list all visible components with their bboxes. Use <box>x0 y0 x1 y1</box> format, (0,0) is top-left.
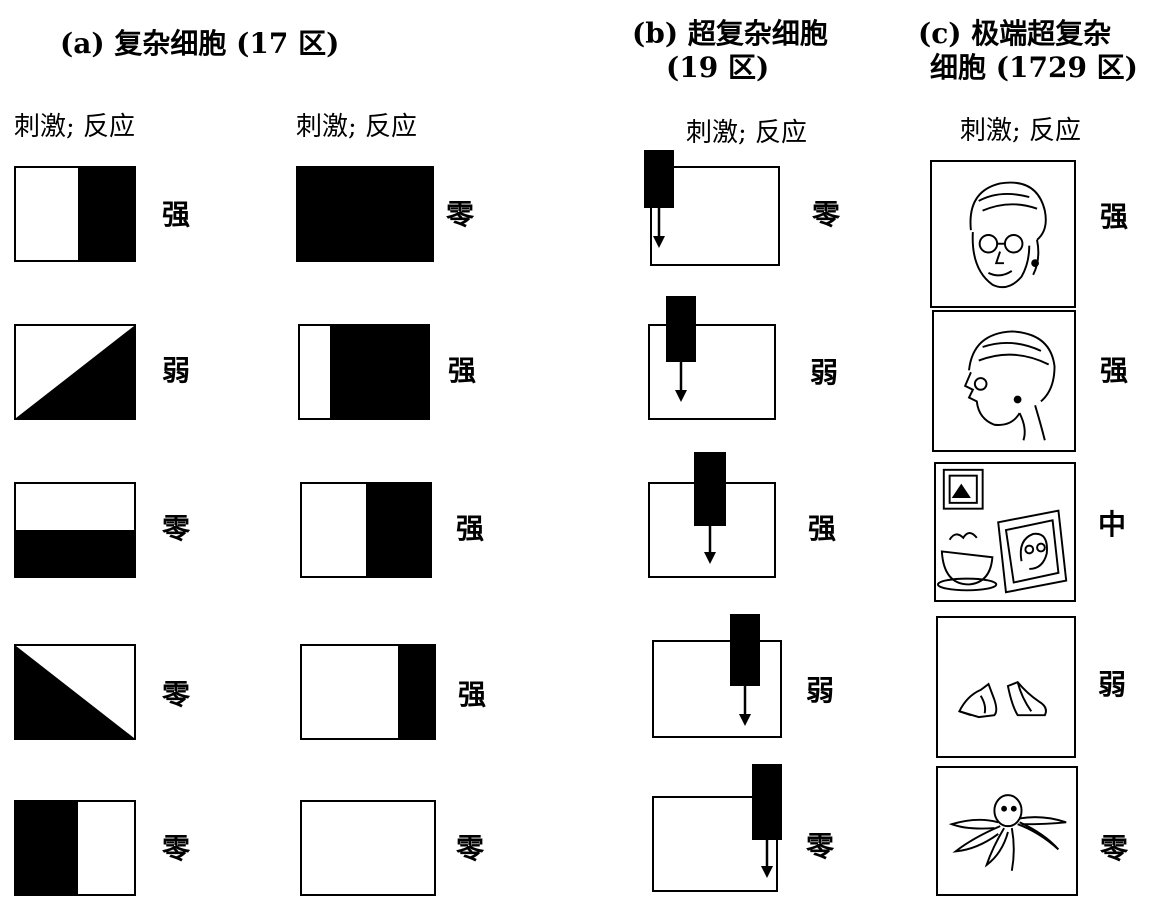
bar-probe-b-4 <box>730 614 760 686</box>
response-c-5: 零 <box>1100 832 1129 865</box>
column-header-a2: 刺激; 反应 <box>296 112 418 142</box>
octopus-icon <box>948 794 1067 871</box>
response-a2-2: 强 <box>448 354 477 387</box>
shoes-icon <box>957 680 1047 719</box>
panel-b-title-line2: (19 区) <box>666 51 770 84</box>
response-a1-1: 强 <box>162 198 191 231</box>
response-b-1: 零 <box>812 198 841 231</box>
grandmother-face-icon <box>969 181 1047 289</box>
panel-b-title-line1: (b) 超复杂细胞 <box>632 17 828 50</box>
down-arrow-icon <box>653 204 665 248</box>
panel-c-title-line1: (c) 极端超复杂 <box>918 17 1112 50</box>
down-arrow-icon <box>675 360 687 402</box>
stimulus-b-4 <box>652 640 782 738</box>
grandmother-profile-icon <box>963 330 1056 441</box>
response-b-5: 零 <box>806 830 835 863</box>
bar-probe-b-2 <box>666 296 696 362</box>
response-c-4: 弱 <box>1098 668 1127 701</box>
stimulus-c-5 <box>936 766 1078 896</box>
column-header-c: 刺激; 反应 <box>960 116 1082 146</box>
stimulus-a2-5 <box>300 800 436 896</box>
stimulus-c-2 <box>932 310 1076 452</box>
response-a2-4: 强 <box>458 678 487 711</box>
bar-probe-b-5 <box>752 764 782 840</box>
down-arrow-icon <box>739 684 751 726</box>
panel-c-title-line2: 细胞 (1729 区) <box>930 51 1138 84</box>
panel-a-title: (a) 复杂细胞 (17 区) <box>60 27 340 60</box>
response-a1-5: 零 <box>162 832 191 865</box>
stimulus-c-1 <box>930 160 1076 308</box>
response-b-2: 弱 <box>810 356 839 389</box>
stimulus-a2-2 <box>298 324 430 420</box>
bar-probe-b-3 <box>694 452 726 526</box>
response-c-3: 中 <box>1098 508 1127 541</box>
stimulus-a2-1 <box>296 166 434 262</box>
response-b-3: 强 <box>808 512 837 545</box>
response-a1-4: 零 <box>162 678 191 711</box>
response-a2-1: 零 <box>446 198 475 231</box>
stimulus-a1-2 <box>14 324 136 420</box>
stimulus-a1-4 <box>14 644 136 740</box>
response-a2-3: 强 <box>456 512 485 545</box>
response-a1-3: 零 <box>162 512 191 545</box>
stimulus-a2-4 <box>300 644 436 740</box>
bar-probe-b-1 <box>644 150 674 208</box>
stimulus-a1-3 <box>14 482 136 578</box>
stimulus-a2-3 <box>300 482 432 578</box>
column-header-a1: 刺激; 反应 <box>14 112 136 142</box>
response-c-2: 强 <box>1100 354 1129 387</box>
stimulus-a1-1 <box>14 166 136 262</box>
response-c-1: 强 <box>1100 200 1129 233</box>
down-arrow-icon <box>761 836 773 878</box>
stimulus-c-4 <box>936 616 1076 758</box>
stimulus-c-3 <box>934 462 1076 602</box>
response-b-4: 弱 <box>806 674 835 707</box>
response-a1-2: 弱 <box>162 354 191 387</box>
column-header-b: 刺激; 反应 <box>686 118 808 148</box>
response-a2-5: 零 <box>456 832 485 865</box>
framed-portrait-icon <box>937 468 1068 594</box>
down-arrow-icon <box>704 522 716 564</box>
stimulus-a1-5 <box>14 800 136 896</box>
